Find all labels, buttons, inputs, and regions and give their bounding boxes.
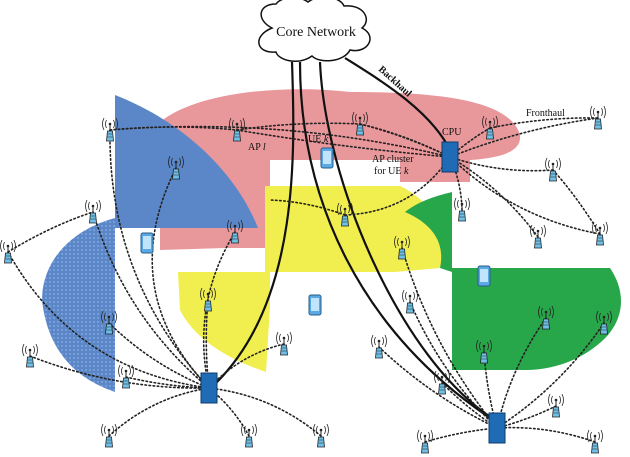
ap-label-text: AP [248, 142, 261, 153]
fronthaul-link [208, 387, 322, 437]
ue-label-text: UE [308, 134, 321, 145]
ue-icon [140, 232, 154, 254]
ue-icon [320, 147, 334, 169]
ap-label: AP l [248, 142, 266, 153]
antenna-icon [417, 429, 433, 454]
backhaul-link [344, 57, 451, 151]
backhaul-links [215, 57, 496, 421]
green-region [405, 192, 622, 370]
fronthaul-link [7, 211, 94, 253]
antenna-icon [101, 423, 117, 448]
fronthaul-link [108, 322, 210, 389]
fronthaul-link [496, 405, 557, 429]
cpu-node [488, 412, 506, 444]
fronthaul-link [344, 156, 451, 216]
antenna-icon [371, 334, 387, 359]
fronthaul-link [401, 247, 498, 429]
fronthaul-link [92, 211, 210, 389]
ap-cluster-label-line2: for UE k [374, 166, 409, 177]
cpu-label: CPU [442, 127, 462, 138]
cpu-node [441, 141, 459, 173]
fronthaul-link [109, 129, 210, 389]
yellow-region [178, 186, 443, 372]
antenna-icon [85, 199, 101, 224]
ue-icon [308, 294, 322, 316]
fronthaul-link [449, 117, 599, 158]
fronthaul-link [424, 427, 498, 443]
fronthaul-link [496, 426, 596, 443]
ue-icon [477, 265, 491, 287]
ap-cluster-label-index: k [404, 166, 409, 177]
fronthaul-link [496, 322, 605, 429]
fronthaul-link [108, 387, 210, 437]
core-network-cloud: Core Network [258, 0, 371, 62]
fronthaul-link [409, 301, 498, 429]
ap-cluster-label-text: for UE [374, 166, 402, 177]
fronthaul-link [236, 122, 361, 131]
fronthaul-link [449, 156, 601, 235]
backhaul-link [215, 61, 295, 384]
antenna-icon [402, 289, 418, 314]
antenna-icon [548, 393, 564, 418]
antenna-icon [434, 370, 450, 395]
fronthaul-link [378, 346, 498, 429]
fronthaul-link [489, 117, 599, 129]
coverage-regions [42, 89, 622, 392]
ap-label-index: l [263, 142, 266, 153]
fronthaul-link [29, 355, 210, 389]
fronthaul-link [202, 231, 236, 389]
fronthaul-link [269, 199, 346, 216]
ue-label-index: k [324, 134, 329, 145]
cpu-nodes [200, 141, 506, 444]
fronthaul-link [359, 123, 451, 158]
antenna-icon [587, 429, 603, 454]
antenna-icon [276, 331, 292, 356]
antenna-icon [22, 343, 38, 368]
antenna-icon [545, 157, 561, 182]
backhaul-link [318, 61, 496, 421]
antenna-icon [118, 364, 134, 389]
fronthaul-link [236, 129, 451, 158]
fronthaul-label: Fronthaul [526, 108, 565, 119]
core-network-label: Core Network [276, 25, 356, 40]
backhaul-link [298, 61, 491, 419]
fronthaul-link [449, 156, 539, 238]
cpu-node [200, 372, 218, 404]
fronthaul-link [109, 126, 238, 131]
antenna-icon [530, 224, 546, 249]
ue-label: UE k [308, 134, 329, 145]
antenna-icon [313, 423, 329, 448]
ap-cluster-region [160, 89, 521, 250]
fronthaul-link [7, 251, 210, 389]
ap-cluster-label-line1: AP cluster [372, 154, 414, 165]
